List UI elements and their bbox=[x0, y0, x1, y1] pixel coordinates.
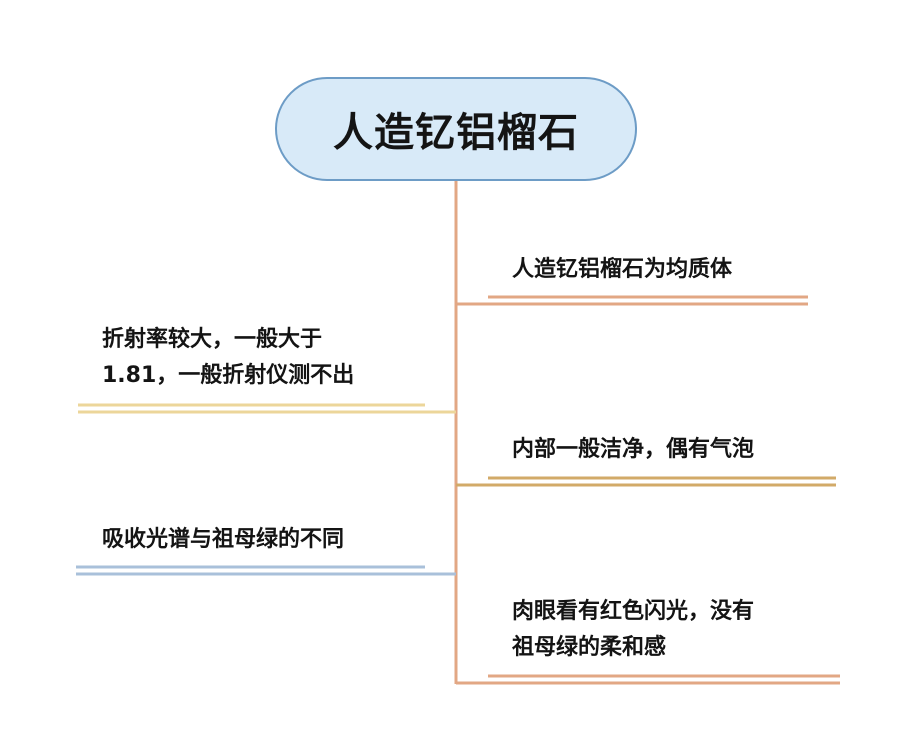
right-branch-2[interactable]: 内部一般洁净，偶有气泡 bbox=[512, 432, 754, 468]
root-label: 人造钇铝榴石 bbox=[333, 110, 579, 156]
left-branch-1[interactable]: 折射率较大，一般大于 1.81，一般折射仪测不出 bbox=[102, 322, 354, 394]
branch-label-line: 1.81，一般折射仪测不出 bbox=[102, 363, 355, 388]
branch-label-line: 折射率较大，一般大于 bbox=[102, 327, 323, 352]
branch-label-line: 肉眼看有红色闪光，没有 bbox=[512, 599, 755, 624]
left-branch-2[interactable]: 吸收光谱与祖母绿的不同 bbox=[102, 522, 344, 558]
branch-label: 人造钇铝榴石为均质体 bbox=[512, 257, 733, 282]
root-node[interactable]: 人造钇铝榴石 bbox=[275, 77, 637, 181]
branch-label: 吸收光谱与祖母绿的不同 bbox=[102, 527, 345, 552]
right-branch-3[interactable]: 肉眼看有红色闪光，没有 祖母绿的柔和感 bbox=[512, 594, 754, 666]
branch-label-line: 祖母绿的柔和感 bbox=[512, 635, 667, 660]
branch-label: 内部一般洁净，偶有气泡 bbox=[512, 437, 755, 462]
right-branch-1[interactable]: 人造钇铝榴石为均质体 bbox=[512, 252, 732, 288]
